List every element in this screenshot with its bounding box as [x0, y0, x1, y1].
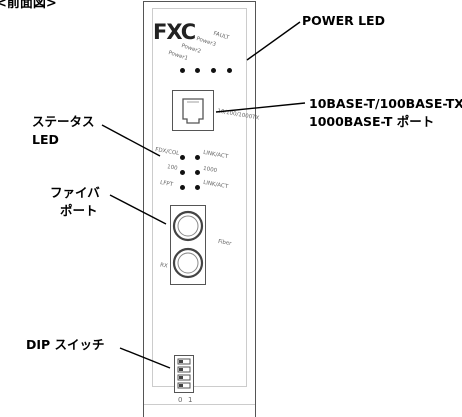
- fiber-connector-icon: [172, 210, 204, 279]
- view-title: <前面図>: [0, 0, 57, 11]
- dip-0-label: 0: [178, 396, 183, 404]
- panel-inner-border: [152, 8, 247, 387]
- dip-switch: [174, 355, 194, 393]
- power2-led: [195, 68, 200, 73]
- fiber-port-callout-line1: ファイバ: [50, 185, 100, 200]
- lfpt-led: [180, 185, 185, 190]
- speed-100-led: [180, 170, 185, 175]
- rj45-socket-icon: [182, 98, 204, 124]
- dip-switch-callout: DIP スイッチ: [26, 337, 105, 352]
- port-callout-line1: 10BASE-T/100BASE-TX/: [309, 96, 462, 111]
- rj45-port: [172, 90, 214, 131]
- rx-label: RX: [159, 262, 169, 270]
- fiber-port: [170, 205, 206, 285]
- dip-1-label: 1: [188, 396, 193, 404]
- status-led-callout-line1: ステータス: [32, 114, 95, 129]
- speed-1000-led: [195, 170, 200, 175]
- power1-led: [180, 68, 185, 73]
- link-act-led-2: [195, 185, 200, 190]
- power3-led: [211, 68, 216, 73]
- brand-logo: FXC: [153, 20, 196, 44]
- dip-switch-icon: [177, 358, 191, 389]
- fault-led: [227, 68, 232, 73]
- panel-bottom-strip: [144, 404, 255, 405]
- status-led-callout-line2: LED: [32, 132, 59, 147]
- link-act-led-1: [195, 155, 200, 160]
- fdx-col-led: [180, 155, 185, 160]
- power-led-callout: POWER LED: [302, 13, 385, 28]
- port-callout-line2: 1000BASE-T ポート: [309, 114, 435, 129]
- fiber-port-callout-line2: ポート: [60, 203, 98, 218]
